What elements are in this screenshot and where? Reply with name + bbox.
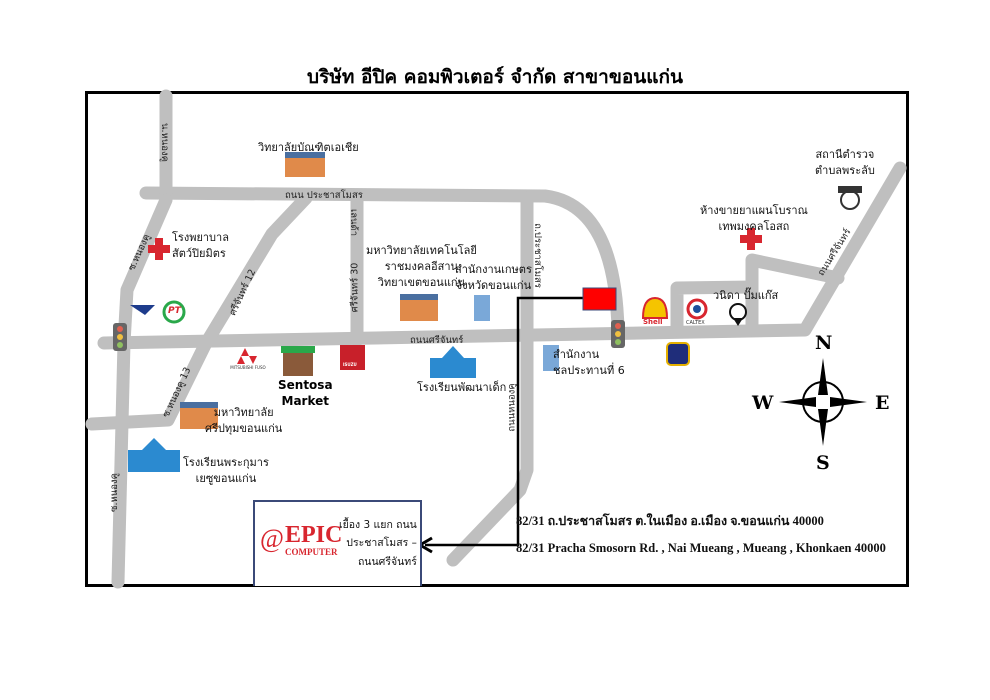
road-label: ถ.ประชาสโมสร (531, 223, 543, 288)
compass-east: E (875, 392, 890, 414)
note-line: ประชาสโมสร – (346, 537, 417, 550)
label-prakumarn: โรงเรียนพระกุมารเยซูขอนแก่น (183, 455, 269, 487)
mitsubishi-logo-icon (237, 348, 257, 364)
compass-west: W (752, 392, 774, 414)
college-building-icon (285, 152, 325, 177)
university-building-icon (180, 402, 218, 429)
note-line: ถนนศรีจันทร์ (357, 555, 417, 568)
label-line: วิทยาเขตขอนแก่น (377, 275, 466, 289)
epic-location-note: เยื้อง 3 แยก ถนน ประชาสโมสร – ถนนศรีจันท… (339, 516, 417, 571)
label-sripatum: มหาวิทยาลัยศรีปทุมขอนแก่น (205, 405, 282, 437)
post-logo-icon (130, 305, 155, 315)
road-srichan (97, 161, 907, 350)
address-english: 82/31 Pracha Smosorn Rd. , Nai Mueang , … (516, 541, 886, 555)
spiral-logo-icon: @ (260, 524, 284, 553)
road-label: ศรีจันทร์ 30 (349, 262, 361, 313)
label-line: โรงเรียนพระกุมาร (183, 456, 269, 469)
compass-north: N (815, 332, 833, 354)
label-line: จังหวัดขอนแก่น (455, 278, 532, 292)
mitsubishi-logo-text: MITSUBISHI FUSO (230, 365, 266, 370)
shell-logo-text: Shell (643, 318, 663, 326)
label-line: สัตว์ปิยมิตร (172, 246, 226, 260)
caltex-logo-icon (686, 298, 708, 320)
label-line: Sentosa (278, 378, 333, 392)
label-line: ห้างขายยาแผนโบราณ (700, 204, 808, 217)
road-label: ซ.หนองคู (108, 473, 120, 512)
police-icon (838, 186, 862, 210)
isuzu-logo-text: ISUZU (343, 362, 357, 367)
school-icon (430, 346, 476, 378)
address-thai: 82/31 ถ.ประชาสโมสร ต.ในเมือง อ.เมือง จ.ข… (516, 514, 824, 528)
epic-logo-main: EPIC (285, 522, 343, 548)
label-herbal-shop: ห้างขายยาแผนโบราณเทพมงคลโอสถ (700, 203, 808, 235)
hospital-cross-icon (740, 228, 762, 250)
label-line: ศรีปทุมขอนแก่น (205, 421, 283, 435)
road-soi12 (85, 191, 313, 431)
road-label: ถนนหนองคู (506, 383, 518, 432)
office-building-icon (474, 295, 490, 321)
label-line: ตำบลพระลับ (815, 163, 875, 177)
label-police: สถานีตำรวจตำบลพระลับ (815, 147, 875, 179)
map-title: บริษัท อีปิค คอมพิวเตอร์ จำกัด สาขาขอนแก… (307, 66, 683, 88)
label-line: ราชมงคลอีสาน (384, 259, 459, 273)
traffic-light-icon (611, 320, 625, 348)
road-label: เลนด้า (348, 208, 360, 237)
label-line: โรงพยาบาล (172, 231, 229, 244)
university-building-icon (400, 294, 438, 321)
map-frame (85, 91, 909, 587)
compass-rose-icon (779, 358, 867, 446)
shell-logo-icon (641, 296, 669, 319)
school-icon (128, 438, 180, 472)
label-line: มหาวิทยาลัยเทคโนโลยี (366, 244, 477, 257)
road-label: ถนนศรีจันทร์ (410, 335, 464, 346)
label-line: เทพมงคลโอสถ (718, 219, 790, 233)
label-line: Market (281, 393, 330, 408)
caltex-logo-text: CALTEX (686, 320, 705, 326)
label-line: มหาวิทยาลัย (213, 406, 274, 419)
label-line: ชลประทานที่ 6 (553, 363, 625, 377)
label-rmuti: มหาวิทยาลัยเทคโนโลยีราชมงคลอีสานวิทยาเขต… (366, 243, 477, 291)
label-line: เยซูขอนแก่น (195, 471, 257, 485)
road-nongkhu-left (111, 193, 173, 589)
label-gas-station: วนิดา ปั๊มแก๊ส (713, 289, 779, 302)
label-asia-college: วิทยาลัยบัณฑิตเอเชีย (258, 141, 359, 154)
traffic-light-icon (113, 323, 127, 351)
road-loop (670, 280, 759, 337)
road-loop-vertical (745, 253, 845, 337)
note-line: เยื้อง 3 แยก ถนน (339, 519, 417, 531)
office-building-icon (543, 345, 559, 371)
pt-logo-icon (162, 300, 186, 324)
road-label: น.หนองคู (158, 123, 170, 162)
label-line: สถานีตำรวจ (815, 148, 875, 161)
label-line: สำนักงานเกษตร (455, 263, 532, 276)
epic-location-marker (582, 287, 617, 311)
isuzu-logo-icon (340, 345, 365, 370)
label-agri-office: สำนักงานเกษตรจังหวัดขอนแก่น (455, 262, 532, 294)
label-line: สำนักงาน (553, 348, 600, 361)
hospital-cross-icon (148, 238, 170, 260)
compass-south: S (816, 452, 830, 474)
label-vet-hospital: โรงพยาบาลสัตว์ปิยมิตร (172, 230, 229, 262)
pt-logo-text: PT (168, 306, 181, 316)
route-line (425, 296, 583, 547)
label-kid-school: โรงเรียนพัฒนาเด็ก (417, 381, 507, 394)
label-irrigation-office: สำนักงานชลประทานที่ 6 (553, 347, 625, 379)
bank-logo-icon (666, 342, 690, 366)
gas-pin-icon (729, 303, 747, 326)
road-label: ถนน ประชาสโมสร (285, 190, 363, 201)
epic-logo-sub: COMPUTER (285, 547, 338, 557)
road-right-vertical (446, 191, 534, 567)
market-icon (281, 346, 315, 376)
epic-info-box: @ EPIC COMPUTER เยื้อง 3 แยก ถนน ประชาสโ… (253, 500, 422, 586)
